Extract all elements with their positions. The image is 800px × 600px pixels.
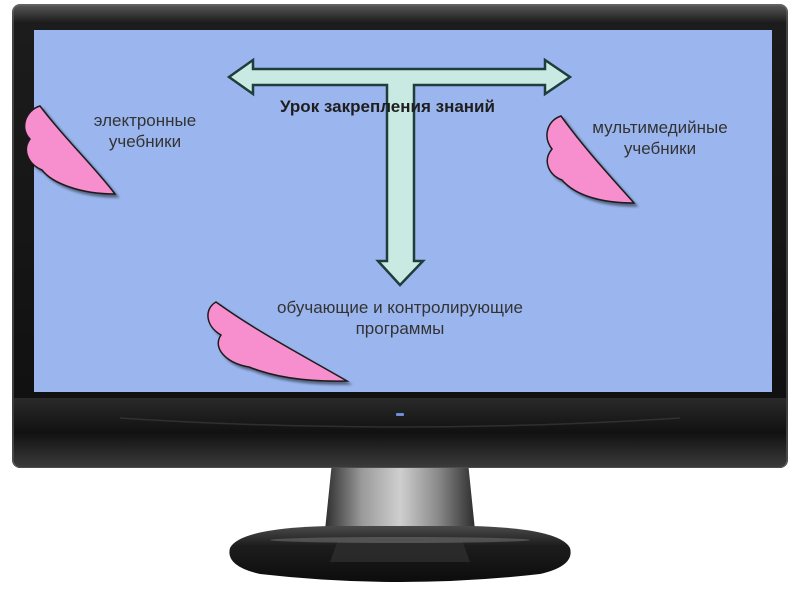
right-petal-icon bbox=[546, 115, 636, 204]
node-label-line: электронные bbox=[93, 111, 197, 130]
node-training-programs: обучающие и контролирующие программы bbox=[245, 297, 555, 339]
node-label-line: мультимедийные bbox=[592, 118, 728, 137]
node-label-line: программы bbox=[355, 319, 445, 338]
node-electronic-textbooks: электронные учебники bbox=[80, 110, 210, 152]
t-arrow-connector bbox=[226, 57, 573, 287]
power-led-icon bbox=[396, 413, 404, 416]
left-petal-icon bbox=[23, 105, 117, 195]
node-label-line: учебники bbox=[108, 132, 182, 151]
node-label-line: учебники bbox=[623, 139, 697, 158]
node-multimedia-textbooks: мультимедийные учебники bbox=[580, 117, 740, 159]
stand-neck bbox=[324, 462, 476, 540]
bottom-petal-icon bbox=[207, 301, 350, 382]
diagram-title: Урок закрепления знаний bbox=[280, 97, 495, 116]
node-label-line: обучающие и контролирующие bbox=[277, 298, 523, 317]
